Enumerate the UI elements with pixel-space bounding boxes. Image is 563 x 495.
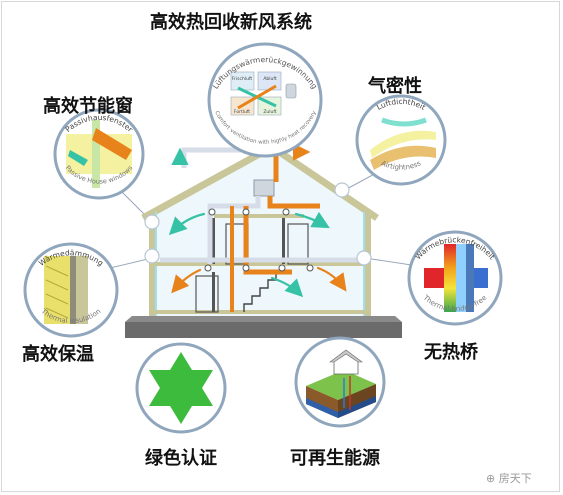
ventilation-circle: Lüftungswärmerückgewinnung Comfort venti… (207, 42, 323, 158)
label-renewable-energy: 可再生能源 (290, 448, 380, 469)
thermal-bridge-circle: Wärmebrückenfreiheit Thermal-bridge-free (407, 230, 503, 326)
label-insulation: 高效保温 (22, 344, 94, 365)
label-thermal-bridge: 无热桥 (424, 342, 478, 363)
air-vents (204, 208, 314, 272)
ventilation-box-2: Abluft (263, 76, 277, 82)
renewable-energy-circle (294, 336, 386, 428)
callout-dots (144, 182, 372, 266)
insulation-circle: Wärmedämmung Thermal insulation (23, 242, 119, 338)
watermark: ⊕ 房天下 (486, 472, 532, 485)
airtight-arc-bottom: Airtightness (380, 159, 423, 171)
ventilation-box-1: Frischluft (232, 76, 253, 82)
ventilation-box-3: Fortluft (234, 109, 250, 115)
label-green-certification: 绿色认证 (145, 448, 217, 469)
label-energy-windows: 高效节能窗 (43, 96, 133, 117)
label-airtightness: 气密性 (368, 76, 422, 97)
house-structure (141, 142, 379, 316)
house-base-slab (125, 322, 402, 338)
page-title: 高效热回收新风系统 (150, 12, 312, 33)
windows-circle: Passivhausfenster Passive House windows (53, 108, 145, 200)
airtightness-circle: Luftdichtheit Airtightness (355, 94, 447, 186)
green-certification-circle (135, 342, 227, 434)
ventilation-box-4: Zuluft (263, 109, 277, 115)
green-star-icon (149, 352, 213, 424)
airflow-arrows (168, 143, 347, 298)
